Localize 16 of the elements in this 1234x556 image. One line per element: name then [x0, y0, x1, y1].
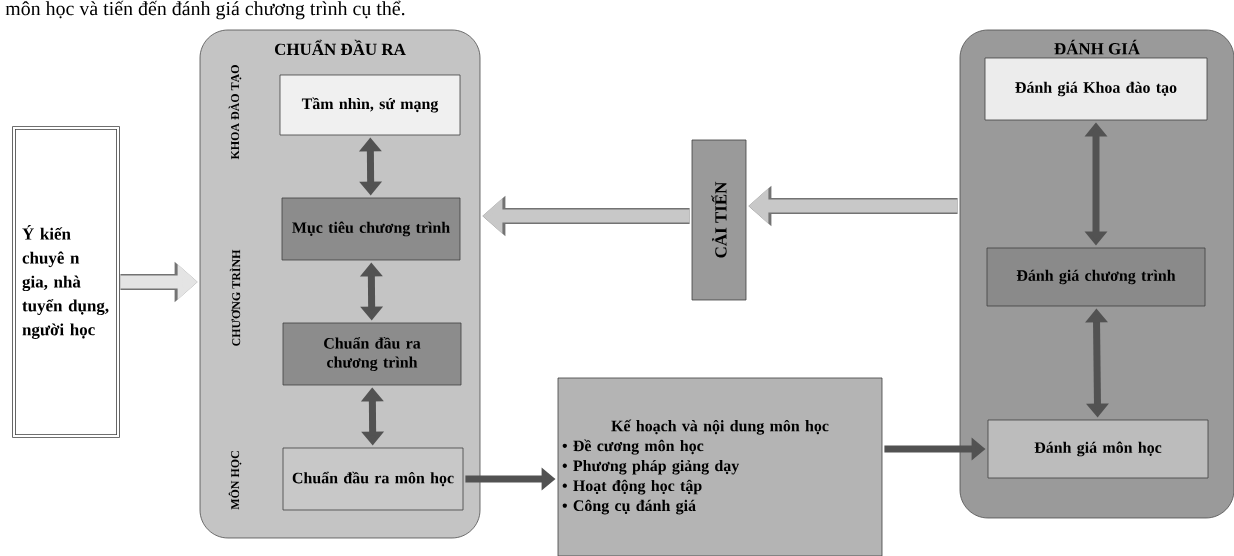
- side-label: MÔN HỌC: [228, 451, 242, 510]
- process-box: CẢI TIẾN: [691, 139, 747, 301]
- process-box: Mục tiêu chương trình: [281, 197, 461, 261]
- side-label: KHOA ĐÀO TẠO: [228, 65, 242, 160]
- panel-heading: CHUẨN ĐẦU RA: [275, 39, 406, 56]
- process-box: Đánh giá Khoa đào tạo: [984, 57, 1208, 121]
- process-box: Kế hoạch và nội dung môn học • Đề cương môn học • Phương pháp giảng dạy • Hoạt động học tập • Công cụ đánh giá: [557, 377, 883, 556]
- panel-heading: ĐÁNH GIÁ: [1054, 39, 1140, 55]
- process-box: Chuẩn đầu ra môn học: [282, 447, 464, 511]
- process-box: Đánh giá chương trình: [986, 247, 1206, 307]
- caption-text: môn học và tiến đến đánh giá chương trình cụ thể.: [5, 0, 405, 20]
- side-label: CHƯƠNG TRÌNH: [229, 249, 241, 346]
- process-box: Chuẩn đầu ra chương trình: [282, 322, 462, 386]
- process-box: Đánh giá môn học: [987, 419, 1209, 479]
- text-box: Ý kiến chuyê n gia, nhà tuyển dụng, người học: [12, 126, 120, 438]
- process-box: Tầm nhìn, sứ mạng: [279, 74, 461, 136]
